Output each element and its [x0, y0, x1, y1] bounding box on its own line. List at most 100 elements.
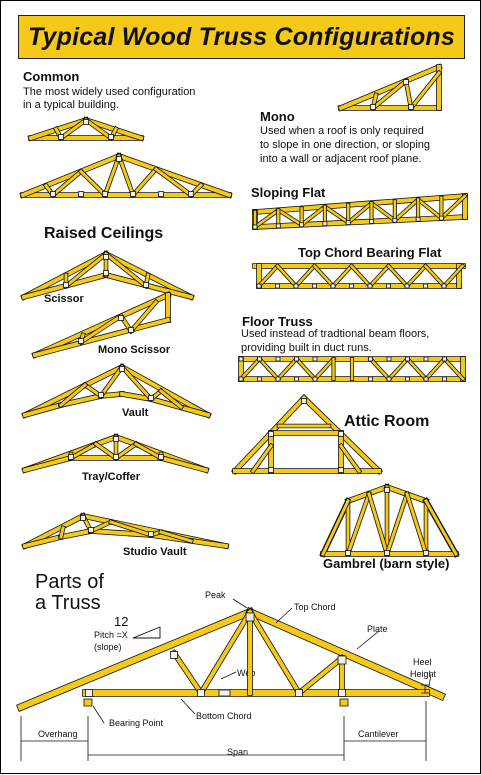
plate-icon	[257, 356, 262, 362]
common-truss-small	[27, 116, 145, 142]
mono-heading: Mono	[260, 109, 295, 124]
plate-icon	[158, 191, 164, 197]
attic-room-heading: Attic Room	[344, 413, 430, 430]
gambrel-truss	[319, 483, 460, 558]
plate-icon	[128, 327, 134, 333]
plate-icon	[238, 376, 244, 382]
plate-icon	[338, 431, 344, 437]
plate-icon	[256, 283, 262, 289]
scissor-truss	[20, 250, 195, 301]
plate-icon	[294, 376, 299, 382]
plate-icon	[170, 651, 178, 659]
plate-icon	[384, 550, 390, 556]
plate-icon	[197, 689, 205, 697]
plate-icon	[68, 454, 74, 460]
plate-icon	[423, 550, 429, 556]
attic-room-truss	[231, 394, 383, 475]
plate-icon	[78, 338, 84, 344]
plate-icon	[119, 366, 125, 372]
mono-desc-line-2: to slope in one direction, or sloping	[260, 139, 430, 151]
plate-icon	[294, 356, 299, 362]
mono-scissor-label: Mono Scissor	[98, 344, 171, 356]
plate-icon	[405, 356, 410, 362]
plate-icon	[102, 191, 108, 197]
plate-icon	[408, 104, 414, 110]
plate-icon	[403, 79, 409, 85]
floor-truss	[238, 356, 466, 382]
plate-icon	[330, 283, 336, 289]
plate-icon	[368, 376, 373, 382]
cantilever-label: Cantilever	[358, 729, 399, 739]
top-chord-bearing-flat-heading: Top Chord Bearing Flat	[298, 245, 442, 260]
plate-icon	[275, 223, 281, 229]
plate-icon	[338, 467, 344, 473]
plate-icon	[245, 612, 255, 622]
plate-icon	[441, 283, 447, 289]
plate-icon	[384, 487, 390, 493]
plate-icon	[299, 222, 305, 228]
plate-icon	[369, 219, 374, 224]
common-desc-line-1: The most widely used configuration	[23, 86, 196, 98]
plate-icon	[268, 431, 274, 437]
plate-icon	[130, 191, 136, 197]
plate-icon	[337, 655, 347, 665]
plate-icon	[386, 356, 392, 362]
plate-icon	[257, 376, 262, 382]
scissor-label: Scissor	[44, 293, 84, 305]
pitch-rise-label: 12	[114, 614, 129, 629]
plate-icon	[423, 283, 428, 289]
plate-icon	[58, 134, 64, 140]
plate-icon	[295, 689, 303, 697]
overhang-label: Overhang	[38, 729, 78, 739]
plate-icon	[148, 395, 154, 401]
plate-icon	[322, 221, 328, 227]
plate-icon	[275, 283, 280, 289]
plate-label: Plate	[367, 624, 388, 634]
plate-icon	[268, 467, 274, 473]
span-label: Span	[227, 747, 249, 757]
studio-vault-truss	[21, 512, 230, 550]
peak-label: Peak	[205, 590, 226, 600]
top-chord-bearing-flat-truss	[252, 263, 466, 289]
plate-icon	[392, 217, 398, 223]
plate-icon	[158, 454, 164, 460]
plate-icon	[301, 398, 307, 404]
floor-truss-desc-line-1: Used instead of tradtional beam floors,	[241, 328, 430, 340]
sloping-flat-truss	[251, 192, 469, 230]
plate-icon	[83, 119, 89, 125]
plate-icon	[78, 191, 84, 197]
mono-desc-line-1: Used when a roof is only required	[260, 125, 424, 137]
pitch-triangle-icon	[132, 626, 161, 639]
plate-icon	[275, 356, 281, 362]
sloping-flat-heading: Sloping Flat	[251, 185, 326, 200]
plate-icon	[386, 376, 392, 382]
floor-truss-heading: Floor Truss	[242, 314, 313, 329]
plate-icon	[275, 376, 281, 382]
plate-icon	[312, 376, 318, 382]
plate-icon	[80, 515, 86, 521]
plate-icon	[188, 191, 194, 197]
plate-icon	[218, 689, 231, 697]
plate-icon	[88, 527, 94, 533]
plate-icon	[312, 356, 318, 362]
plate-icon	[113, 454, 119, 460]
mono-desc-line-3: into a wall or adjacent roof plane.	[260, 153, 422, 165]
plate-icon	[442, 356, 447, 362]
plate-icon	[415, 216, 421, 222]
gambrel-heading: Gambrel (barn style)	[323, 556, 450, 571]
plate-icon	[404, 283, 410, 289]
pitch-slope-note: (slope)	[94, 642, 122, 652]
plate-icon	[148, 531, 154, 537]
bearing-block-icon	[83, 698, 93, 707]
common-heading: Common	[23, 69, 80, 84]
plate-icon	[345, 220, 351, 225]
studio-vault-label: Studio Vault	[123, 546, 187, 558]
plate-icon	[63, 282, 69, 288]
plate-icon	[108, 134, 114, 140]
plate-icon	[293, 283, 299, 289]
parts-heading-line-2: a Truss	[35, 592, 101, 614]
plate-icon	[312, 283, 317, 289]
vault-label: Vault	[122, 407, 149, 419]
plate-icon	[438, 215, 444, 221]
bottom-chord-label: Bottom Chord	[196, 711, 252, 721]
